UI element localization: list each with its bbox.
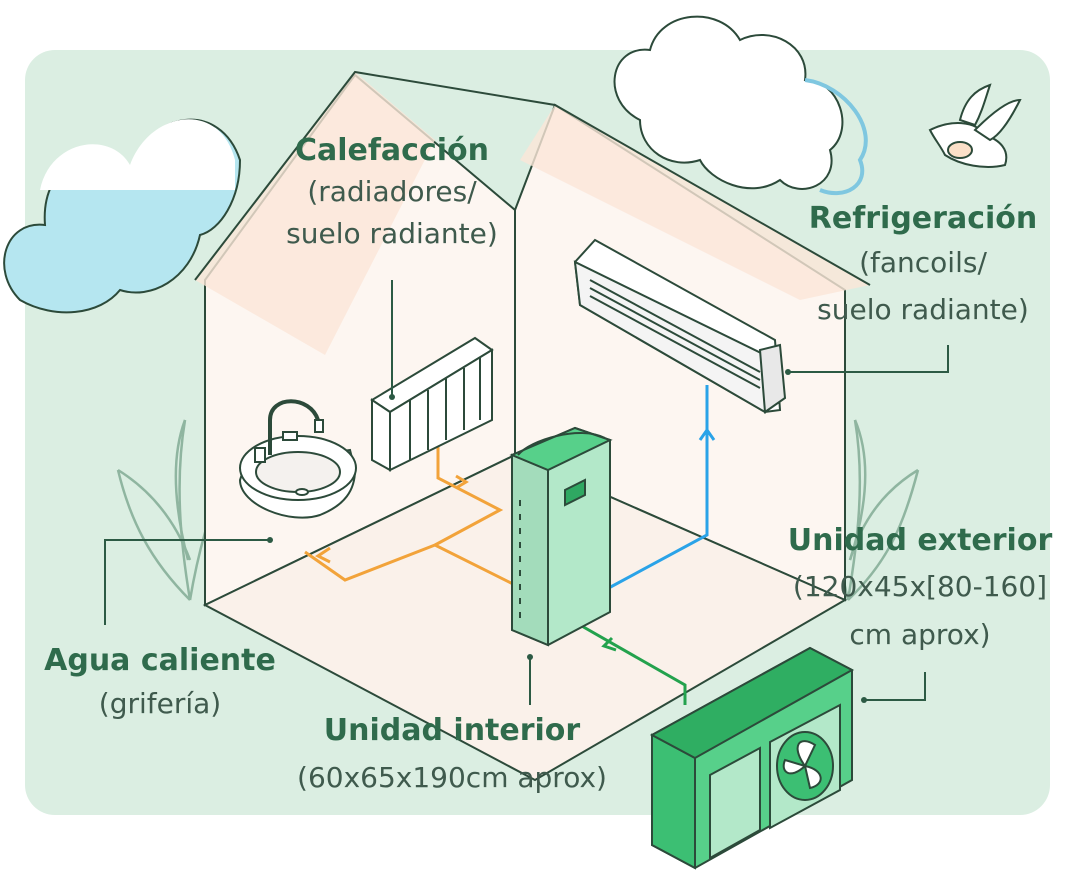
heating-flow-arrow xyxy=(455,474,469,490)
bird-icon xyxy=(928,83,1022,168)
label-calefaccion: Calefacción (radiadores/ suelo radiante) xyxy=(252,132,532,254)
cloud-icon xyxy=(3,118,242,314)
heating-pipes xyxy=(304,445,516,587)
label-refrigeracion-title: Refrigeración xyxy=(808,201,1038,236)
roof-right xyxy=(520,105,870,300)
roof-outline xyxy=(194,70,871,286)
label-interior-line1: (60x65x190cm aprox) xyxy=(297,761,607,794)
label-unidad-exterior: Unidad exterior (120x45x[80-160] cm apro… xyxy=(765,522,1075,656)
label-interior-title: Unidad interior xyxy=(323,713,581,748)
air-conditioner-icon xyxy=(573,238,787,414)
label-agua-caliente: Agua caliente (grifería) xyxy=(25,642,295,728)
leader-lines xyxy=(104,280,949,705)
refrigerant-pipe xyxy=(579,623,687,705)
label-calefaccion-line1: (radiadores/ xyxy=(307,175,477,208)
cooling-pipe xyxy=(604,385,709,592)
label-refrigeracion: Refrigeración (fancoils/ suelo radiante) xyxy=(778,200,1068,332)
sink-icon xyxy=(238,399,357,519)
label-exterior-line2: cm aprox) xyxy=(849,618,991,651)
label-exterior-line1: (120x45x[80-160] xyxy=(792,570,1048,603)
label-refrigeracion-line2: suelo radiante) xyxy=(817,293,1029,326)
indoor-unit-icon xyxy=(509,426,613,647)
refrigerant-flow-arrow xyxy=(601,636,617,652)
radiator-icon xyxy=(370,336,494,472)
leader-dots xyxy=(267,369,867,703)
label-calefaccion-title: Calefacción xyxy=(294,133,489,168)
roof-left xyxy=(195,72,435,355)
fan-icon xyxy=(776,731,834,801)
heating-flow-arrow xyxy=(315,546,331,564)
cloud-icon xyxy=(613,15,868,196)
label-agua-title: Agua caliente xyxy=(44,643,276,678)
cooling-flow-arrow xyxy=(698,427,716,441)
label-unidad-interior: Unidad interior (60x65x190cm aprox) xyxy=(252,712,652,806)
label-exterior-title: Unidad exterior xyxy=(787,523,1053,558)
label-calefaccion-line2: suelo radiante) xyxy=(286,217,498,250)
label-agua-line1: (grifería) xyxy=(98,687,222,720)
label-refrigeracion-line1: (fancoils/ xyxy=(859,246,987,279)
